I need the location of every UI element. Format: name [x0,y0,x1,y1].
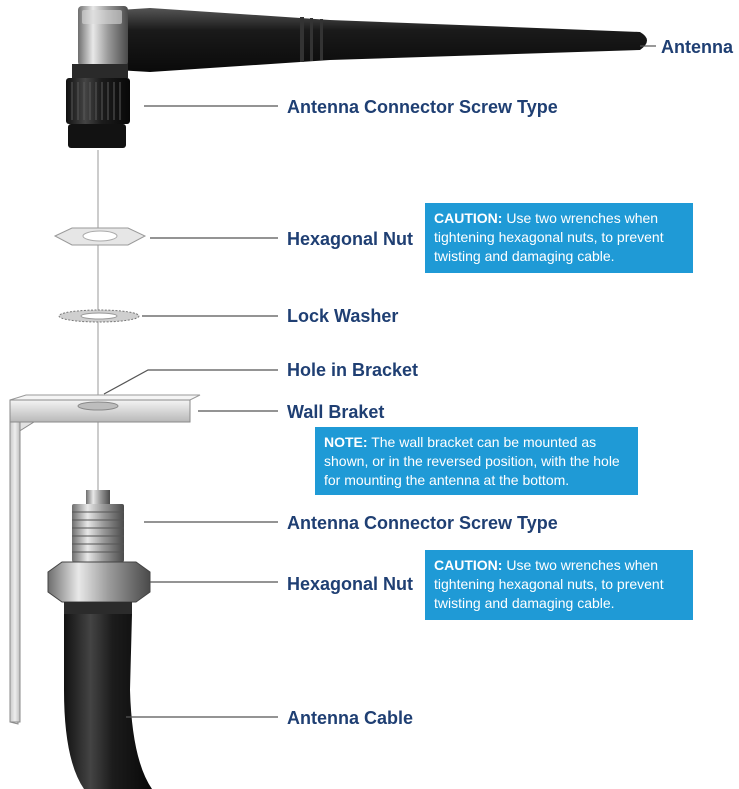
label-hex-nut-top: Hexagonal Nut [287,229,414,249]
caution-top-prefix: CAUTION: [434,210,503,226]
label-hex-nut-bottom: Hexagonal Nut [287,574,414,594]
bracket-note: NOTE: The wall bracket can be mounted as… [315,427,638,495]
lock-washer-part [58,309,140,323]
antenna-elbow [78,6,128,66]
bottom-connector [47,490,151,614]
caution-bottom-prefix: CAUTION: [434,557,503,573]
note-bracket-text: The wall bracket can be mounted as shown… [324,434,620,488]
label-antenna: Antenna [661,37,733,57]
caution-note-bottom: CAUTION: Use two wrenches when tightenin… [425,550,693,620]
hex-nut-top-part [53,227,147,246]
antenna-cable-part [64,614,152,789]
label-wall-bracket: Wall Braket [287,402,385,422]
hex-nut-bottom-part [47,561,151,603]
caution-top-text: Use two wrenches when tightening hexagon… [434,210,664,264]
label-hole-in-bracket: Hole in Bracket [287,360,419,380]
label-lock-washer: Lock Washer [287,306,399,326]
label-connector-bottom: Antenna Connector Screw Type [287,513,558,533]
leader-hole-in-bracket [103,369,278,395]
antenna-whip [118,8,647,72]
wall-bracket-part [9,394,201,725]
top-connector [66,64,130,148]
caution-note-top: CAUTION: Use two wrenches when tightenin… [425,203,693,273]
note-bracket-prefix: NOTE: [324,434,368,450]
label-antenna-cable: Antenna Cable [287,708,414,728]
label-connector-top: Antenna Connector Screw Type [287,97,558,117]
caution-bottom-text: Use two wrenches when tightening hexagon… [434,557,664,611]
